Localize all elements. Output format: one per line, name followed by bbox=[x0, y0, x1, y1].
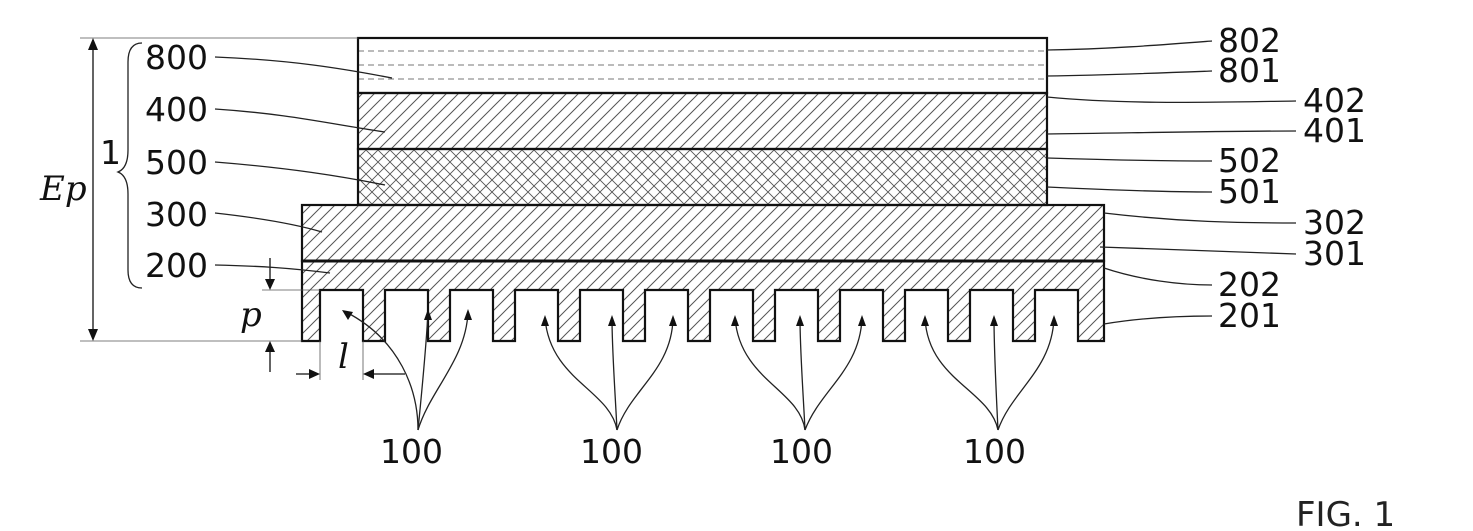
label-500: 500 bbox=[145, 143, 208, 182]
layer-500 bbox=[358, 149, 1047, 205]
layer-400 bbox=[358, 93, 1047, 149]
label-800: 800 bbox=[145, 38, 208, 77]
label-200: 200 bbox=[145, 246, 208, 285]
stack-label: 1 bbox=[100, 133, 121, 172]
label-801: 801 bbox=[1218, 51, 1281, 90]
stack-brace bbox=[118, 43, 142, 288]
cavity-label-2: 100 bbox=[580, 432, 643, 471]
label-401: 401 bbox=[1303, 111, 1366, 150]
ep-label: Ep bbox=[39, 169, 87, 209]
p-label: p bbox=[240, 295, 262, 335]
layer-800 bbox=[358, 38, 1047, 93]
layer-300 bbox=[302, 205, 1104, 261]
figure-label: FIG. 1 bbox=[1296, 495, 1395, 531]
label-201: 201 bbox=[1218, 296, 1281, 335]
label-301: 301 bbox=[1303, 234, 1366, 273]
layer-200 bbox=[302, 261, 1104, 341]
label-300: 300 bbox=[145, 195, 208, 234]
cavity-label-3: 100 bbox=[770, 432, 833, 471]
l-label: l bbox=[338, 337, 349, 377]
cavity-label-4: 100 bbox=[963, 432, 1026, 471]
label-400: 400 bbox=[145, 90, 208, 129]
cavity-label-1: 100 bbox=[380, 432, 443, 471]
label-501: 501 bbox=[1218, 172, 1281, 211]
